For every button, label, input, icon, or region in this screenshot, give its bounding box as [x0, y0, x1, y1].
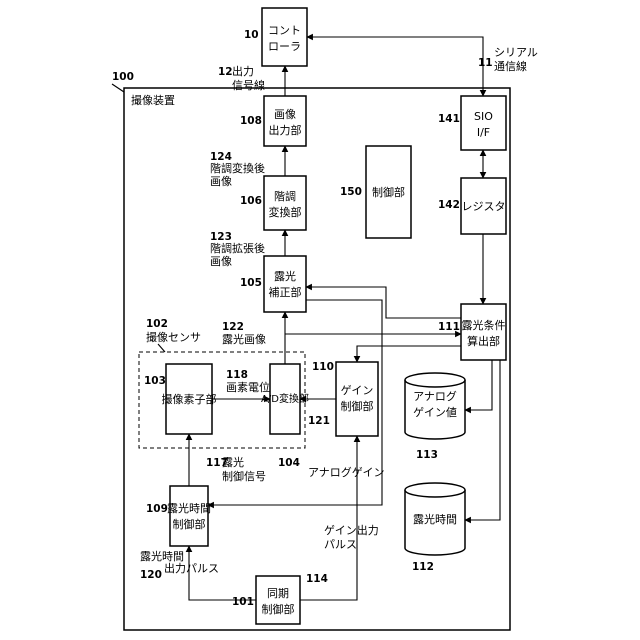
analog-gain-storage-ref: 113	[416, 449, 438, 461]
exposure-condition-calc-block: 露光条件 算出部	[461, 304, 506, 360]
ad-converter-ref: 104	[278, 457, 300, 469]
svg-text:出力部: 出力部	[269, 123, 302, 137]
gain-control-ref: 110	[312, 361, 334, 373]
svg-text:制御部: 制御部	[173, 517, 206, 531]
sensor-group-leader	[158, 344, 165, 352]
analog-gain-storage: アナログ ゲイン値	[405, 373, 465, 439]
gradation-extended-image-label1: 階調拡張後	[210, 241, 265, 255]
pixel-potential-label: 画素電位	[226, 380, 270, 394]
image-sensor-ref: 103	[144, 375, 166, 387]
gradation-converter-block: 階調 変換部	[264, 176, 306, 230]
svg-text:画像: 画像	[274, 108, 296, 121]
sio-interface-ref: 141	[438, 113, 460, 125]
register-ref: 142	[438, 199, 460, 211]
gradation-converted-image-label1: 階調変換後	[210, 161, 265, 175]
controller-ref: 10	[244, 29, 259, 41]
control-unit-ref: 150	[340, 186, 362, 198]
svg-text:変換部: 変換部	[269, 205, 302, 219]
gain-output-pulse-ref: 114	[306, 573, 328, 585]
svg-text:露光: 露光	[274, 269, 296, 283]
svg-text:撮像素子部: 撮像素子部	[162, 392, 217, 406]
register-block: レジスタ	[461, 178, 506, 234]
gain-control-block: ゲイン 制御部	[336, 362, 378, 436]
svg-text:アナログ: アナログ	[413, 389, 457, 403]
svg-text:SIO: SIO	[474, 110, 493, 123]
sync-control-block: 同期 制御部	[256, 576, 300, 624]
svg-text:I/F: I/F	[477, 126, 490, 139]
svg-text:露光時間: 露光時間	[413, 512, 457, 526]
output-signal-line-label1: 出力	[232, 64, 254, 78]
gradation-extended-image-label2: 画像	[210, 255, 232, 268]
sync-control-ref: 101	[232, 596, 254, 608]
exposure-time-storage: 露光時間	[405, 483, 465, 555]
svg-text:制御部: 制御部	[341, 399, 374, 413]
exposure-condition-calc-ref: 111	[438, 321, 460, 333]
gradation-converted-image-label2: 画像	[210, 175, 232, 188]
svg-text:ゲイン: ゲイン	[341, 384, 374, 397]
exposure-time-control-block: 露光時間 制御部	[167, 486, 211, 546]
device-ref-leader	[112, 84, 124, 92]
exposure-image-label: 露光画像	[222, 332, 266, 346]
exposure-control-signal-label2: 制御信号	[222, 469, 266, 483]
image-output-block: 画像 出力部	[264, 96, 306, 146]
controller-block: コント ローラ	[262, 8, 307, 66]
exposure-time-pulse-ref: 120	[140, 569, 162, 581]
sio-interface-block: SIO I/F	[461, 96, 506, 150]
exposure-time-pulse-label2: 出力パルス	[164, 561, 219, 575]
svg-text:露光時間: 露光時間	[167, 501, 211, 515]
conn-calc-to-gain	[357, 346, 461, 362]
svg-text:補正部: 補正部	[269, 285, 302, 299]
device-ref: 100	[112, 71, 134, 83]
svg-text:階調: 階調	[274, 189, 296, 203]
sensor-group-label: 撮像センサ	[146, 330, 201, 344]
exposure-correction-ref: 105	[240, 277, 262, 289]
serial-line-label2: 通信線	[494, 59, 527, 73]
output-signal-line-ref: 12	[218, 66, 233, 78]
svg-text:コント: コント	[268, 24, 301, 37]
image-sensor-block: 撮像素子部	[162, 364, 217, 434]
control-unit-block: 制御部	[366, 146, 411, 238]
serial-line-ref: 11	[478, 57, 493, 69]
sensor-group-ref: 102	[146, 318, 168, 330]
device-title: 撮像装置	[131, 93, 175, 107]
exposure-time-control-ref: 109	[146, 503, 168, 515]
analog-gain-ref: 121	[308, 415, 330, 427]
svg-text:露光条件: 露光条件	[462, 318, 506, 332]
pixel-potential-ref: 118	[226, 369, 248, 381]
svg-text:制御部: 制御部	[372, 185, 405, 199]
exposure-control-signal-label1: 露光	[222, 455, 244, 469]
gain-output-pulse-label1: ゲイン出力	[324, 523, 379, 537]
svg-text:算出部: 算出部	[467, 334, 500, 348]
conn-calc-to-analog-gain	[465, 360, 492, 410]
conn-calc-to-exposure-time	[465, 360, 500, 520]
conn-calc-to-correction	[306, 287, 461, 318]
gain-output-pulse-label2: パルス	[324, 538, 357, 551]
exposure-correction-block: 露光 補正部	[264, 256, 306, 312]
image-output-ref: 108	[240, 115, 262, 127]
exposure-time-pulse-label1: 露光時間	[140, 549, 184, 563]
exposure-time-storage-ref: 112	[412, 561, 434, 573]
exposure-image-ref: 122	[222, 321, 244, 333]
output-signal-line-label2: 信号線	[232, 78, 265, 92]
serial-line-label1: シリアル	[494, 46, 538, 59]
svg-text:制御部: 制御部	[262, 602, 295, 616]
svg-text:同期: 同期	[267, 587, 289, 600]
svg-text:ローラ: ローラ	[268, 40, 301, 53]
svg-text:ゲイン値: ゲイン値	[413, 406, 457, 419]
analog-gain-label: アナログゲイン	[308, 465, 385, 479]
conn-serial-line	[307, 37, 483, 96]
gradation-converter-ref: 106	[240, 195, 262, 207]
svg-text:レジスタ: レジスタ	[462, 200, 506, 213]
